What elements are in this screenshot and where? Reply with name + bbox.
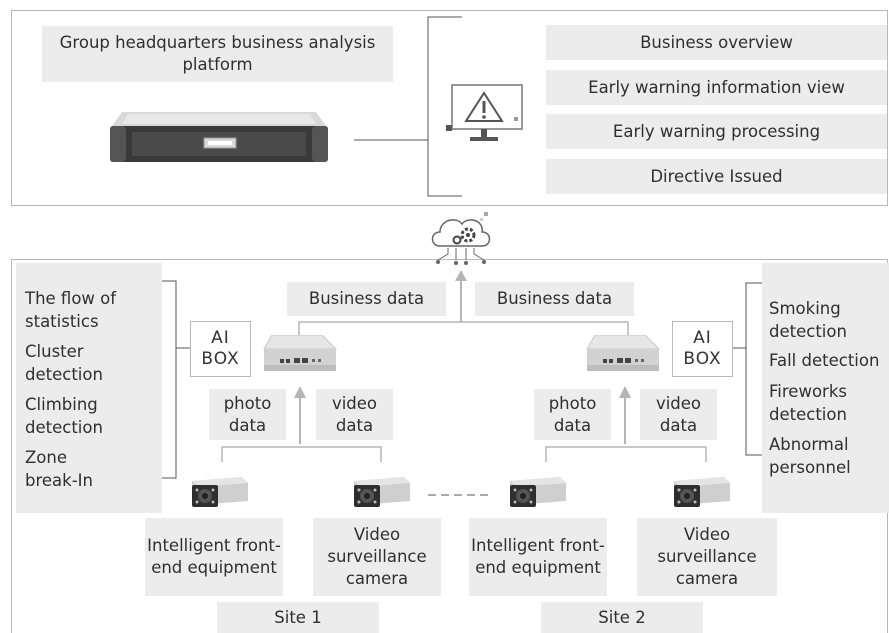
detection-fall: Fall detection — [769, 351, 880, 370]
video-data-left: video data — [316, 389, 393, 440]
server-icon — [108, 112, 330, 164]
business-data-left: Business data — [287, 282, 446, 316]
function-early-warning-view: Early warning information view — [546, 70, 887, 105]
cloud-icon — [426, 208, 496, 272]
camera-icon-1 — [188, 475, 252, 515]
photo-data-left: photo data — [209, 389, 286, 440]
camera-icon-4 — [670, 475, 734, 515]
photo-data-right: photo data — [534, 389, 611, 440]
detection-flow-statistics: The flow of statistics — [25, 289, 117, 331]
device-front-end-1: Intelligent front-end equipment — [145, 518, 283, 596]
detection-climbing: Climbing detection — [25, 395, 103, 437]
ai-box-device-left — [262, 335, 338, 375]
camera-icon-2 — [350, 475, 414, 515]
detection-cluster: Cluster detection — [25, 342, 103, 384]
site-1-label: Site 1 — [217, 602, 379, 633]
left-detections-panel — [16, 263, 162, 513]
function-business-overview: Business overview — [546, 25, 887, 60]
video-data-right: video data — [640, 389, 717, 440]
ai-box-device-right — [585, 335, 661, 375]
camera-icon-3 — [506, 475, 570, 515]
function-directive-issued: Directive Issued — [546, 159, 887, 194]
device-camera-2: Video surveillance camera — [637, 518, 777, 596]
detection-abnormal-personnel: Abnormal personnel — [769, 435, 851, 477]
site-2-label: Site 2 — [541, 602, 703, 633]
detection-fireworks: Fireworks detection — [769, 382, 847, 424]
device-front-end-2: Intelligent front-end equipment — [469, 518, 607, 596]
business-data-right: Business data — [475, 282, 634, 316]
right-detections-panel — [762, 263, 889, 513]
device-camera-1: Video surveillance camera — [313, 518, 441, 596]
platform-title: Group headquarters business analysis pla… — [42, 26, 393, 82]
monitor-warning-icon — [446, 83, 526, 145]
detection-smoking: Smoking detection — [769, 299, 847, 341]
function-early-warning-processing: Early warning processing — [546, 114, 887, 149]
detection-zone-break-in: Zone break-In — [25, 448, 93, 490]
